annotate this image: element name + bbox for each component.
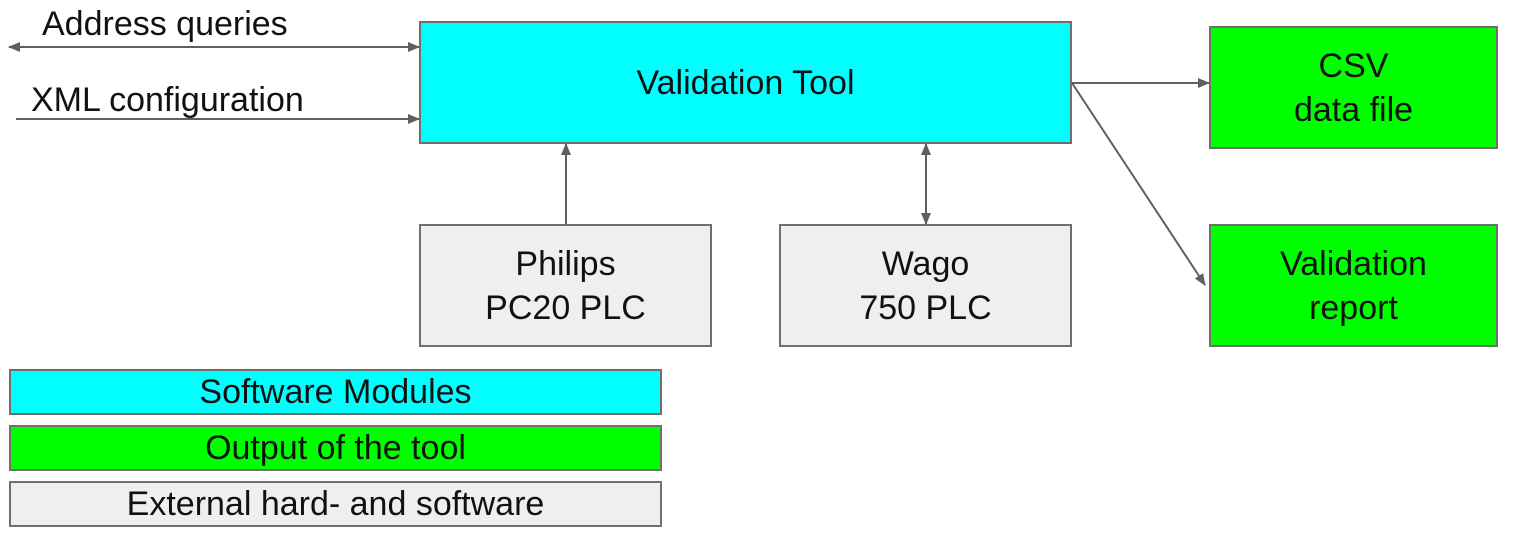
xml-configuration-label: XML configuration bbox=[31, 81, 304, 119]
validation-tool-box: Validation Tool bbox=[419, 21, 1072, 144]
csv-data-file-box: CSV data file bbox=[1209, 26, 1498, 149]
philips-plc-line2: PC20 PLC bbox=[485, 288, 646, 327]
validation-tool-label: Validation Tool bbox=[636, 63, 855, 102]
philips-plc-box: Philips PC20 PLC bbox=[419, 224, 712, 347]
wago-plc-line1: Wago bbox=[881, 244, 970, 283]
wago-plc-box: Wago 750 PLC bbox=[779, 224, 1072, 347]
validation-report-box: Validation report bbox=[1209, 224, 1498, 347]
edge-tool-to-report bbox=[1071, 82, 1206, 286]
validation-report-line2: report bbox=[1309, 288, 1398, 327]
legend-output-of-tool: Output of the tool bbox=[9, 425, 662, 471]
csv-data-file-line2: data file bbox=[1293, 90, 1414, 129]
csv-data-file-line1: CSV bbox=[1318, 46, 1389, 85]
legend-software-modules: Software Modules bbox=[9, 369, 662, 415]
address-queries-label: Address queries bbox=[42, 5, 288, 43]
validation-report-line1: Validation bbox=[1280, 244, 1427, 283]
philips-plc-line1: Philips bbox=[515, 244, 616, 283]
wago-plc-line2: 750 PLC bbox=[859, 288, 992, 327]
legend-external-hardware-software: External hard- and software bbox=[9, 481, 662, 527]
